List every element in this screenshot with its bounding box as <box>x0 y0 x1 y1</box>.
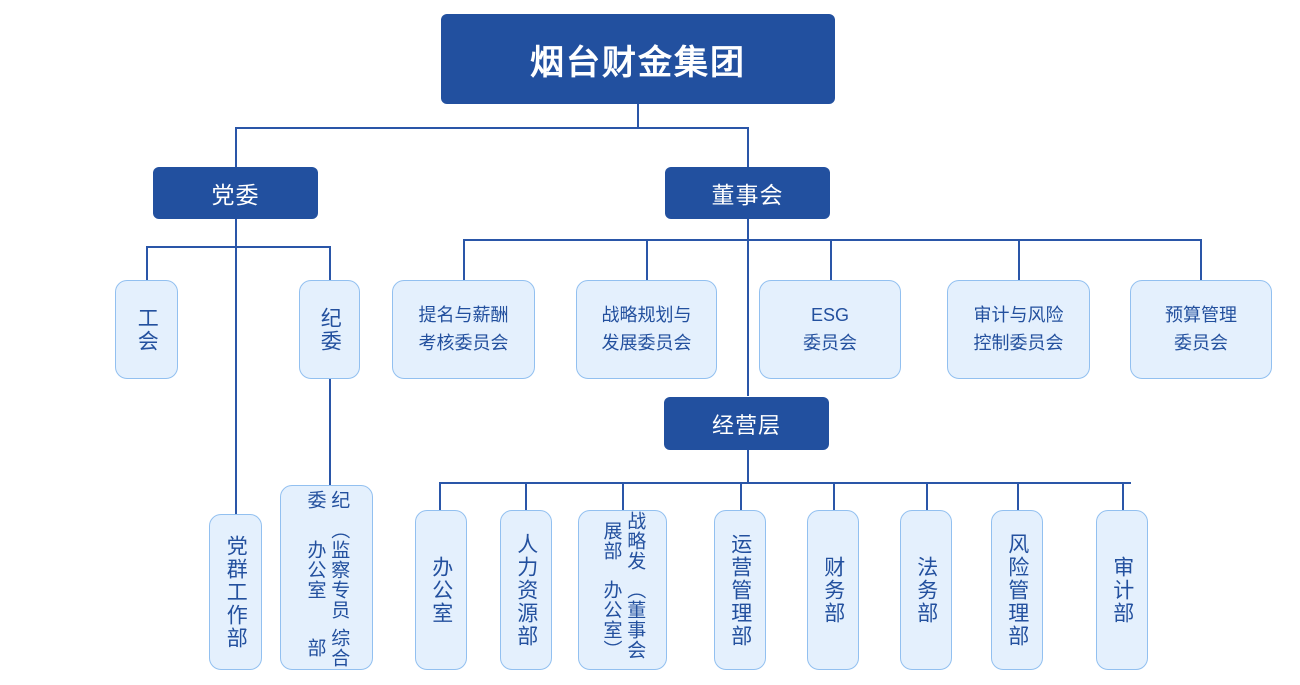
committee-line-2: 控制委员会 <box>973 332 1064 353</box>
line-board-stem <box>747 219 749 240</box>
line-to-party <box>235 127 237 169</box>
line-party-to-discipline <box>329 246 331 280</box>
node-dept-human-resources[interactable]: 人力资源部 <box>500 510 552 670</box>
line-mgmt-to-dept-2 <box>525 482 527 510</box>
node-dept-risk-management[interactable]: 风险管理部 <box>991 510 1043 670</box>
committee-line-1: ESG <box>810 304 849 325</box>
committee-line-1: 预算管理 <box>1165 304 1237 325</box>
node-dept-human-resources-label: 人力资源部 <box>514 532 538 648</box>
node-dept-discipline-general-office[interactable]: 纪委 （监察专员办公室 综合部 <box>280 485 373 670</box>
line-party-bus <box>146 246 330 248</box>
node-dept-finance-label: 财务部 <box>821 555 845 625</box>
node-discipline-committee-label: 纪委 <box>318 306 342 353</box>
node-root-yantai-caijin-group[interactable]: 烟台财金集团 <box>441 14 835 104</box>
line-mgmt-to-dept-8 <box>1122 482 1124 510</box>
line-root-bus <box>235 127 749 129</box>
line-mgmt-to-dept-6 <box>926 482 928 510</box>
node-dept-operations-management[interactable]: 运营管理部 <box>714 510 766 670</box>
node-dept-finance[interactable]: 财务部 <box>807 510 859 670</box>
vcol-2: （监察专员办公室 <box>304 520 350 621</box>
node-committee-budget-management[interactable]: 预算管理 委员会 <box>1130 280 1272 379</box>
node-dept-audit-label: 审计部 <box>1110 555 1134 625</box>
line-to-board <box>747 127 749 169</box>
line-mgmt-to-dept-5 <box>833 482 835 510</box>
line-board-to-committee-2 <box>646 239 648 280</box>
node-dept-strategy-development[interactable]: 战略发展部 （董事会办公室） <box>578 510 667 670</box>
vcol-2: 战略发展部 <box>600 511 646 572</box>
node-dept-office-label: 办公室 <box>429 555 453 625</box>
line-mgmt-to-dept-3 <box>622 482 624 510</box>
vcol-1: （董事会办公室） <box>600 580 646 661</box>
line-management-stem <box>747 450 749 483</box>
line-board-to-committee-5 <box>1200 239 1202 280</box>
committee-line-1: 审计与风险 <box>973 304 1064 325</box>
line-mgmt-to-dept-7 <box>1017 482 1019 510</box>
line-board-to-committee-3 <box>830 239 832 280</box>
committee-line-1: 提名与薪酬 <box>418 304 509 325</box>
node-dept-office[interactable]: 办公室 <box>415 510 467 670</box>
vcol-1: 综合部 <box>304 627 350 668</box>
node-committee-esg[interactable]: ESG 委员会 <box>759 280 901 379</box>
node-dept-risk-management-label: 风险管理部 <box>1005 532 1029 648</box>
line-root-stem <box>637 104 639 128</box>
vcol-3: 纪委 <box>304 490 350 511</box>
node-dept-operations-management-label: 运营管理部 <box>728 532 752 648</box>
node-committee-strategy-development[interactable]: 战略规划与 发展委员会 <box>576 280 717 379</box>
node-management-level[interactable]: 经营层 <box>664 397 829 450</box>
node-dept-discipline-general-office-label: 纪委 （监察专员办公室 综合部 <box>303 486 351 669</box>
node-labor-union[interactable]: 工会 <box>115 280 178 379</box>
line-party-to-union <box>146 246 148 280</box>
committee-line-2: 委员会 <box>1174 332 1228 353</box>
node-dept-party-mass-work-label: 党群工作部 <box>224 534 248 650</box>
committee-line-2: 委员会 <box>803 332 857 353</box>
node-discipline-committee[interactable]: 纪委 <box>299 280 360 379</box>
line-discipline-to-general-office <box>329 379 331 485</box>
line-board-to-management <box>747 239 749 396</box>
committee-line-2: 发展委员会 <box>601 332 692 353</box>
node-dept-strategy-development-label: 战略发展部 （董事会办公室） <box>599 511 647 669</box>
committee-line-2: 考核委员会 <box>418 332 509 353</box>
node-party-committee[interactable]: 党委 <box>153 167 318 219</box>
line-mgmt-to-dept-1 <box>439 482 441 510</box>
node-dept-party-mass-work[interactable]: 党群工作部 <box>209 514 262 670</box>
node-committee-audit-risk-control[interactable]: 审计与风险 控制委员会 <box>947 280 1090 379</box>
line-board-bus <box>463 239 1201 241</box>
line-board-to-committee-4 <box>1018 239 1020 280</box>
line-board-to-committee-1 <box>463 239 465 280</box>
committee-line-1: 战略规划与 <box>601 304 692 325</box>
node-labor-union-label: 工会 <box>135 306 159 353</box>
node-committee-nomination-compensation[interactable]: 提名与薪酬 考核委员会 <box>392 280 535 379</box>
line-management-bus <box>439 482 1131 484</box>
node-dept-audit[interactable]: 审计部 <box>1096 510 1148 670</box>
node-board-of-directors[interactable]: 董事会 <box>665 167 830 219</box>
node-dept-legal-affairs-label: 法务部 <box>914 555 938 625</box>
node-dept-legal-affairs[interactable]: 法务部 <box>900 510 952 670</box>
line-party-stem <box>235 219 237 247</box>
line-mgmt-to-dept-4 <box>740 482 742 510</box>
line-party-to-mass-work-dept <box>235 246 237 514</box>
